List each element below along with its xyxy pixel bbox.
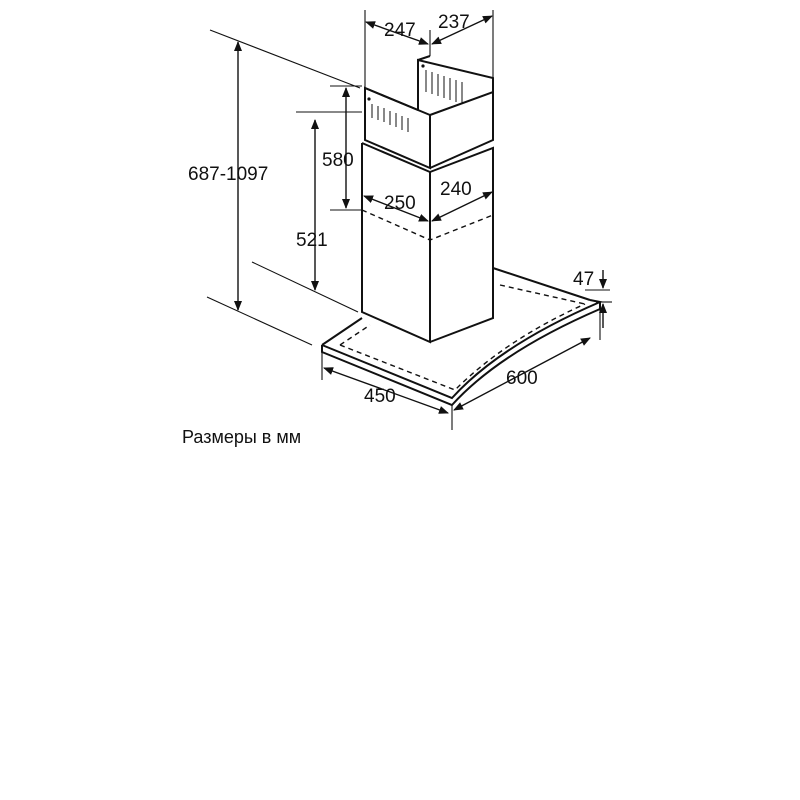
dim-label-240: 240 [440, 179, 472, 200]
dim-label-450: 450 [364, 386, 396, 407]
dimension-overall-height [206, 29, 361, 346]
caption-units: Размеры в мм [182, 427, 301, 447]
dim-label-250: 250 [384, 193, 416, 214]
dimension-47 [585, 270, 612, 328]
dim-label-237: 237 [438, 12, 470, 33]
dim-label-521: 521 [296, 230, 328, 251]
dimension-top-width [364, 10, 494, 88]
canopy [321, 267, 604, 407]
dimension-lower-width [363, 191, 493, 222]
lower-chimney [361, 142, 494, 344]
dim-label-580: 580 [322, 150, 354, 171]
dimension-450 [321, 352, 449, 414]
dimension-580 [330, 85, 362, 211]
dimension-600 [451, 310, 601, 430]
dim-label-247: 247 [384, 20, 416, 41]
dim-label-600: 600 [506, 368, 538, 389]
vent-slots-rear [421, 64, 463, 104]
vent-slots-left [367, 97, 409, 132]
dim-label-47: 47 [573, 269, 594, 290]
dim-label-overall-height: 687-1097 [188, 164, 268, 185]
upper-chimney [364, 55, 494, 170]
dimension-521 [251, 111, 362, 313]
